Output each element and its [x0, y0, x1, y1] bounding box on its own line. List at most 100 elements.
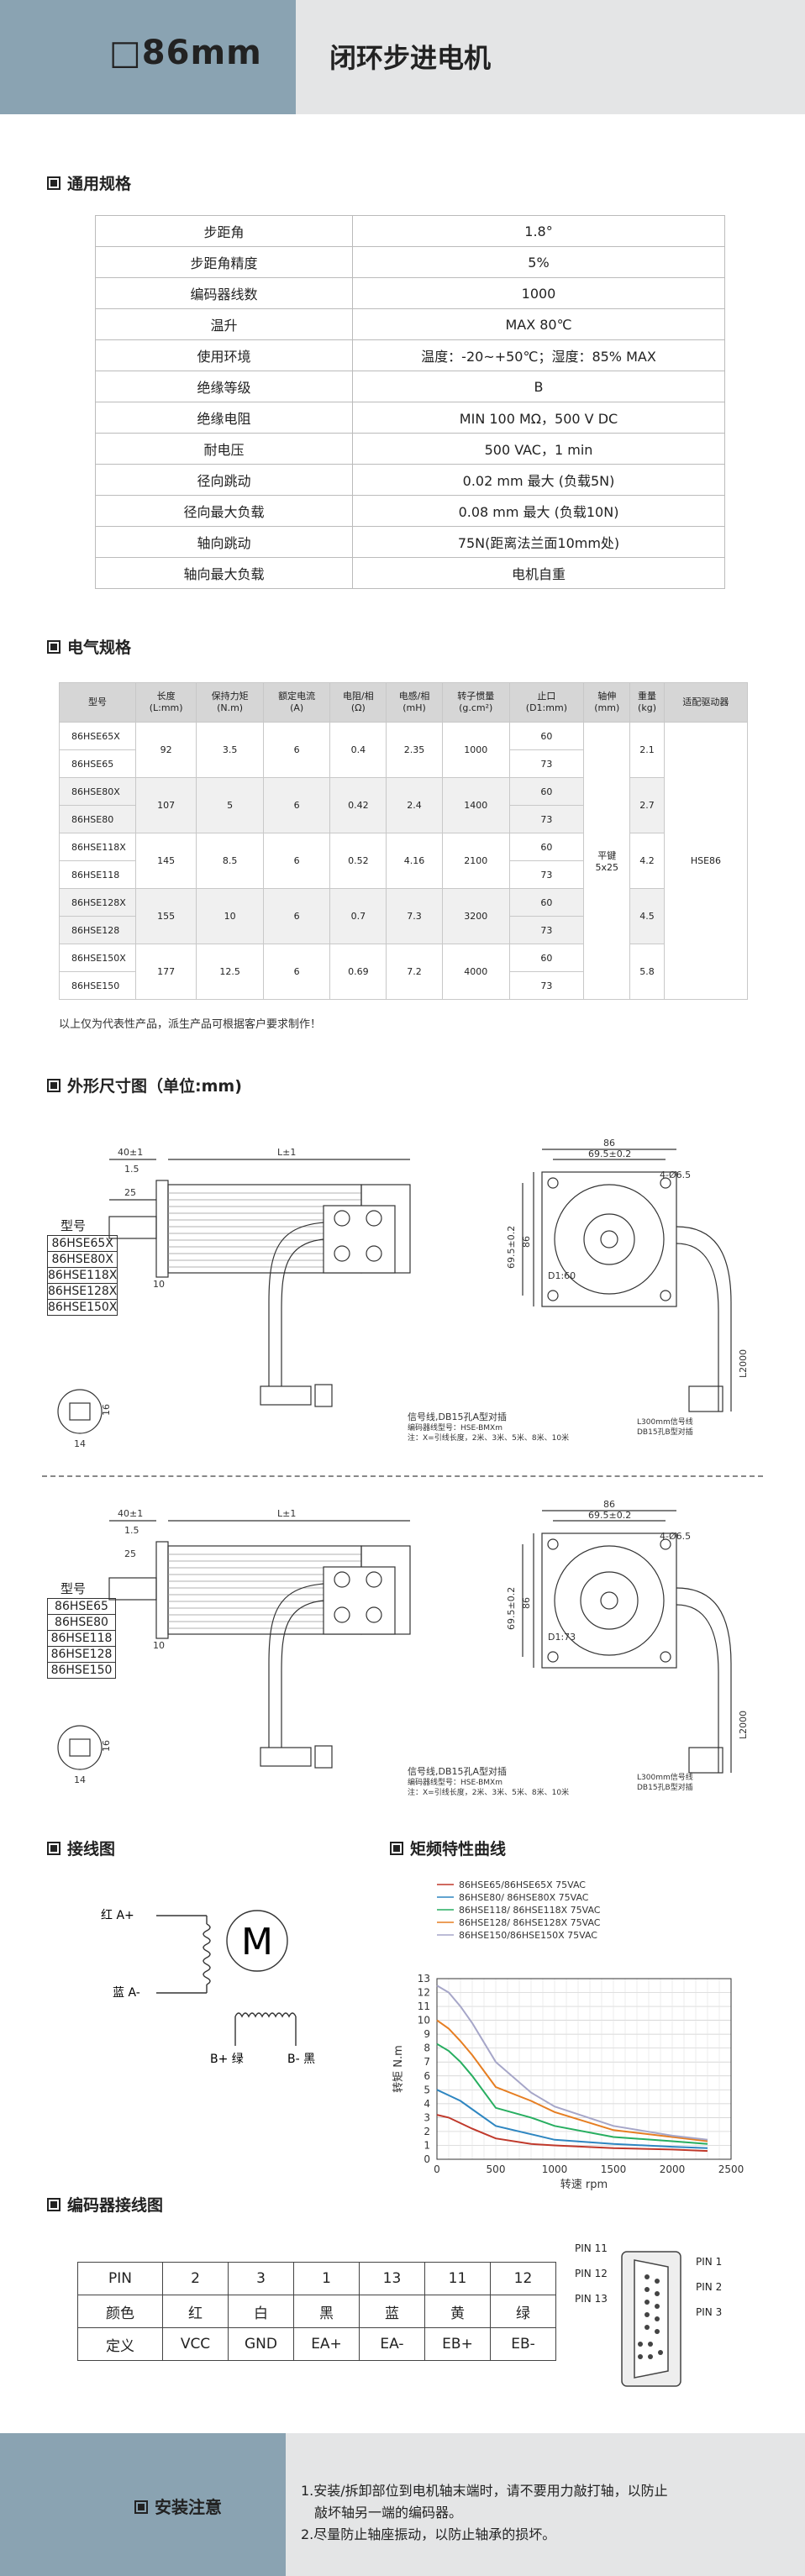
elec-shaft: 平键 5x25 [583, 722, 631, 1000]
cable-note-right-b-2: DB15孔B型对插 [637, 1782, 693, 1792]
dim-10-b: 10 [153, 1640, 165, 1651]
elec-current: 6 [262, 944, 331, 1000]
dim-69-5-vertical-b: 69.5±0.2 [506, 1587, 517, 1630]
series-line [436, 2019, 708, 2142]
dim-1-5: 1.5 [124, 1164, 139, 1175]
cable-note-2: 编码器线型号：HSE-BMXm [408, 1422, 502, 1433]
series-line [436, 2089, 708, 2149]
pin-cell: 2 [162, 2262, 229, 2295]
spec-value: 1000 [352, 277, 725, 309]
spec-value: 温度：-20~+50℃；湿度：85% MAX [352, 339, 725, 371]
cable-note-3: 注：X=引线长度，2米、3米、5米、8米、10米 [408, 1433, 569, 1443]
elec-weight: 5.8 [629, 944, 665, 1000]
elec-model: 86HSE150 [59, 971, 136, 1000]
pin-cell: EA+ [293, 2327, 360, 2361]
legend-label: 86HSE118/ 86HSE118X 75VAC [459, 1905, 601, 1916]
pin-cell: 3 [228, 2262, 294, 2295]
elec-spigot: 73 [508, 749, 585, 778]
wire-a-minus: 蓝 A- [113, 1986, 140, 2000]
elec-inertia: 1000 [441, 722, 510, 778]
elec-model: 86HSE65 [59, 749, 136, 778]
spec-value: MAX 80℃ [352, 308, 725, 340]
elec-spigot: 73 [508, 971, 585, 1000]
elec-res: 0.69 [329, 944, 387, 1000]
model-cell: 86HSE118 [47, 1630, 116, 1647]
elec-length: 92 [134, 722, 197, 778]
dim-L: L±1 [277, 1147, 296, 1158]
model-cell: 86HSE128 [47, 1646, 116, 1663]
general-specs-heading: 通用规格 [47, 171, 131, 194]
elec-spigot: 73 [508, 916, 585, 944]
elec-spigot: 60 [508, 722, 585, 750]
electrical-note: 以上仅为代表性产品，派生产品可根据客户要求制作！ [59, 1018, 322, 1031]
wire-b-plus: B+ 绿 [210, 2053, 244, 2066]
y-tick-label: 12 [418, 1987, 430, 1999]
elec-model: 86HSE80 [59, 805, 136, 833]
elec-model: 86HSE128X [59, 888, 136, 917]
dim-14-b: 14 [74, 1774, 86, 1785]
elec-header: 型号 [59, 682, 136, 723]
elec-current: 6 [262, 777, 331, 833]
dim-86-b: 86 [603, 1499, 615, 1510]
spec-value: 0.02 mm 最大 (负载5N) [352, 464, 725, 496]
page-title: 闭环步进电机 [329, 42, 492, 74]
install-title-block: 安装注意 [0, 2433, 286, 2576]
pin-12-label: PIN 12 [575, 2268, 608, 2279]
install-line-3: 2.尽量防止轴座振动，以防止轴承的损坏。 [301, 2526, 556, 2542]
wire-a-plus: 红 A+ [101, 1909, 134, 1922]
dimensions-heading: 外形尺寸图（单位:mm) [47, 1074, 242, 1096]
dim-holes-b: 4-Ø6.5 [660, 1531, 691, 1542]
spec-key: 径向跳动 [95, 464, 353, 496]
dim-holes: 4-Ø6.5 [660, 1170, 691, 1180]
cable-note-b-1: 信号线,DB15孔A型对插 [408, 1765, 507, 1777]
elec-weight: 4.5 [629, 888, 665, 944]
elec-weight: 2.1 [629, 722, 665, 778]
spec-value: MIN 100 MΩ，500 V DC [352, 402, 725, 434]
y-tick-label: 1 [424, 2139, 430, 2151]
series-line [436, 1985, 708, 2141]
spec-value: 1.8° [352, 215, 725, 247]
dimension-divider [42, 1475, 763, 1477]
y-tick-label: 10 [418, 2015, 430, 2027]
elec-inertia: 1400 [441, 777, 510, 833]
legend-label: 86HSE150/86HSE150X 75VAC [459, 1930, 597, 1941]
pin-cell: EA- [359, 2327, 425, 2361]
spec-key: 绝缘等级 [95, 371, 353, 402]
model-cell: 86HSE80 [47, 1614, 116, 1631]
elec-row: 86HSE65 73 [59, 749, 748, 778]
elec-spigot: 73 [508, 805, 585, 833]
pin-cell: 绿 [490, 2295, 556, 2328]
electrical-specs-table: 型号长度 (L:mm)保持力矩 (N.m)额定电流 (A)电阻/相 (Ω)电感/… [59, 682, 749, 1000]
elec-header: 长度 (L:mm) [134, 682, 197, 723]
wire-b-minus: B- 黑 [287, 2053, 315, 2066]
spec-value: 75N(距离法兰面10mm处) [352, 526, 725, 558]
elec-res: 0.4 [329, 722, 387, 778]
elec-header: 保持力矩 (N.m) [196, 682, 264, 723]
elec-spigot: 73 [508, 860, 585, 889]
spec-key: 轴向跳动 [95, 526, 353, 558]
elec-ind: 7.2 [386, 944, 443, 1000]
y-tick-label: 13 [418, 1973, 430, 1985]
dim-d1: D1:60 [548, 1270, 576, 1281]
elec-header: 转子惯量 (g.cm²) [441, 682, 510, 723]
spec-value: 电机自重 [352, 557, 725, 589]
elec-torque: 5 [196, 777, 264, 833]
elec-spigot: 60 [508, 944, 585, 972]
elec-current: 6 [262, 833, 331, 889]
wiring-diagram: 红 A+ 蓝 A- M B+ 绿 B- 黑 [101, 1909, 315, 2066]
elec-torque: 12.5 [196, 944, 264, 1000]
x-tick-label: 0 [434, 2163, 440, 2175]
model-cell: 86HSE118X [46, 1267, 118, 1284]
pin-cell: 定义 [77, 2327, 163, 2361]
install-notes-block: 1.安装/拆卸部位到电机轴末端时，请不要用力敲打轴，以防止 敲坏轴另一端的编码器… [286, 2433, 805, 2576]
series-line [436, 2042, 708, 2145]
